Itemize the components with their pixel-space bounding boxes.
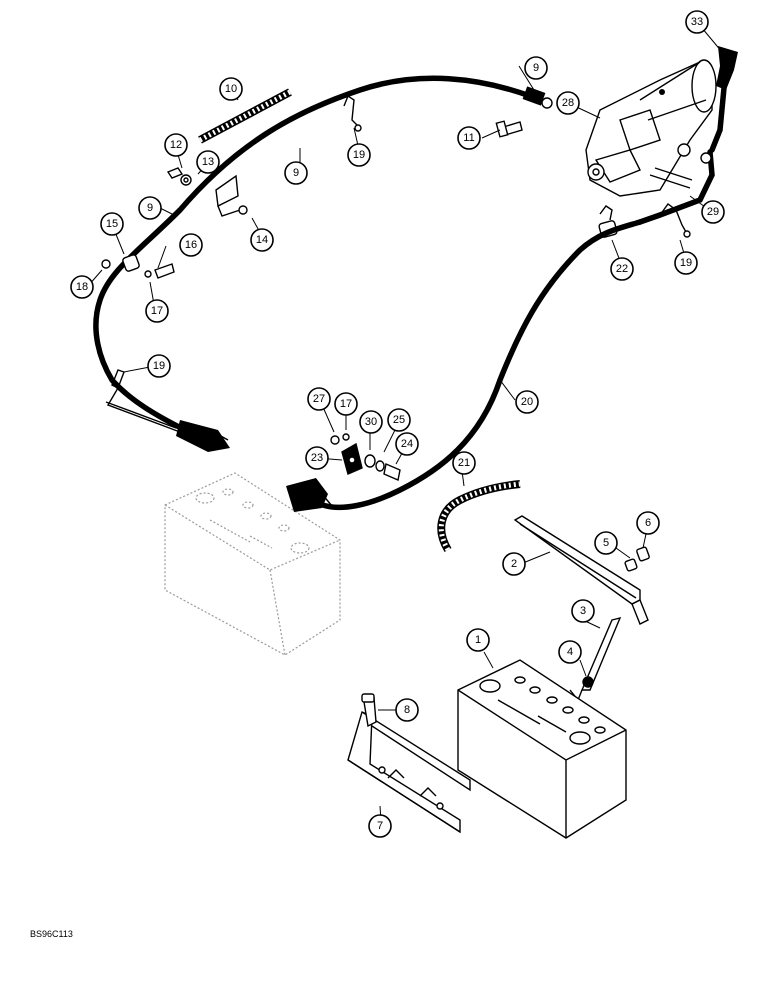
- svg-text:15: 15: [106, 218, 118, 230]
- cable-29: [637, 149, 715, 225]
- callout-3: 3: [571, 599, 595, 623]
- hold-down-bar-2: [513, 515, 649, 625]
- starter-motor-28: [585, 59, 717, 197]
- svg-text:30: 30: [365, 416, 377, 428]
- callout-22: 22: [610, 257, 634, 281]
- svg-text:33: 33: [691, 16, 703, 28]
- bolt-11: [495, 120, 523, 138]
- cable-clamp-upper: [166, 167, 248, 217]
- svg-text:7: 7: [377, 820, 383, 832]
- svg-text:23: 23: [311, 452, 323, 464]
- callout-15: 15: [100, 212, 124, 236]
- svg-text:27: 27: [313, 393, 325, 405]
- cable-clip-19-right: [659, 203, 691, 238]
- svg-text:5: 5: [603, 537, 609, 549]
- svg-text:2: 2: [511, 558, 517, 570]
- callout-11: 11: [457, 126, 481, 150]
- callout-25: 25: [387, 408, 411, 432]
- battery-cable-9: [93, 75, 553, 452]
- svg-text:11: 11: [463, 132, 474, 144]
- callout-5: 5: [594, 531, 618, 555]
- svg-text:16: 16: [185, 239, 197, 251]
- svg-text:25: 25: [393, 414, 405, 426]
- battery-1: [457, 659, 627, 839]
- callout-19a: 19: [347, 143, 371, 167]
- callout-30: 30: [359, 410, 383, 434]
- svg-text:17: 17: [340, 398, 352, 410]
- callout-19c: 19: [147, 354, 171, 378]
- callout-13: 13: [196, 150, 220, 174]
- callout-28: 28: [556, 91, 580, 115]
- callout-9a: 9: [524, 56, 548, 80]
- svg-text:19: 19: [153, 360, 165, 372]
- callout-7: 7: [368, 814, 392, 838]
- callout-6: 6: [636, 511, 660, 535]
- conduit-21: [437, 480, 521, 553]
- svg-text:3: 3: [580, 605, 586, 617]
- svg-text:8: 8: [404, 704, 410, 716]
- callout-18: 18: [70, 275, 94, 299]
- callout-23: 23: [305, 446, 329, 470]
- svg-text:13: 13: [202, 156, 214, 168]
- svg-text:21: 21: [458, 457, 470, 469]
- callout-12: 12: [164, 133, 188, 157]
- callout-20: 20: [515, 390, 539, 414]
- svg-text:19: 19: [680, 257, 692, 269]
- figure-code: BS96C113: [30, 929, 73, 939]
- callout-2: 2: [502, 552, 526, 576]
- callout-27: 27: [307, 387, 331, 411]
- reference-battery-outline: [164, 472, 341, 656]
- nut-5-washer-6: [624, 546, 650, 572]
- svg-text:9: 9: [533, 62, 539, 74]
- callout-1: 1: [466, 628, 490, 652]
- cable-clamp-15: [101, 254, 175, 279]
- svg-text:6: 6: [645, 517, 651, 529]
- callout-21: 21: [452, 451, 476, 475]
- svg-text:17: 17: [151, 305, 163, 317]
- bracket-7: [347, 693, 471, 834]
- svg-text:4: 4: [567, 646, 573, 658]
- svg-text:28: 28: [562, 97, 574, 109]
- svg-text:18: 18: [76, 281, 88, 293]
- cable-clip-19-upper: [343, 94, 362, 132]
- callout-14: 14: [250, 228, 274, 252]
- svg-text:24: 24: [401, 438, 413, 450]
- callout-9c: 9: [138, 196, 162, 220]
- svg-text:9: 9: [147, 202, 153, 214]
- svg-text:10: 10: [225, 83, 237, 95]
- callout-33: 33: [685, 10, 709, 34]
- svg-text:1: 1: [475, 634, 481, 646]
- terminal-hardware-stack: [330, 433, 401, 481]
- callout-16: 16: [179, 233, 203, 257]
- callout-8: 8: [395, 698, 419, 722]
- svg-text:9: 9: [293, 167, 299, 179]
- terminal-boot-33: [709, 46, 738, 153]
- svg-text:29: 29: [707, 206, 719, 218]
- svg-text:19: 19: [353, 149, 365, 161]
- callout-24: 24: [395, 432, 419, 456]
- callout-29: 29: [701, 200, 725, 224]
- callout-17b: 17: [334, 392, 358, 416]
- callout-10: 10: [219, 77, 243, 101]
- conduit-10: [198, 88, 292, 144]
- callout-17a: 17: [145, 299, 169, 323]
- svg-text:20: 20: [521, 396, 533, 408]
- callout-9b: 9: [284, 161, 308, 185]
- callout-4: 4: [558, 640, 582, 664]
- j-bolt-3: [569, 616, 622, 702]
- svg-text:22: 22: [616, 263, 628, 275]
- svg-text:12: 12: [170, 139, 182, 151]
- svg-text:14: 14: [256, 234, 268, 246]
- callout-19b: 19: [674, 251, 698, 275]
